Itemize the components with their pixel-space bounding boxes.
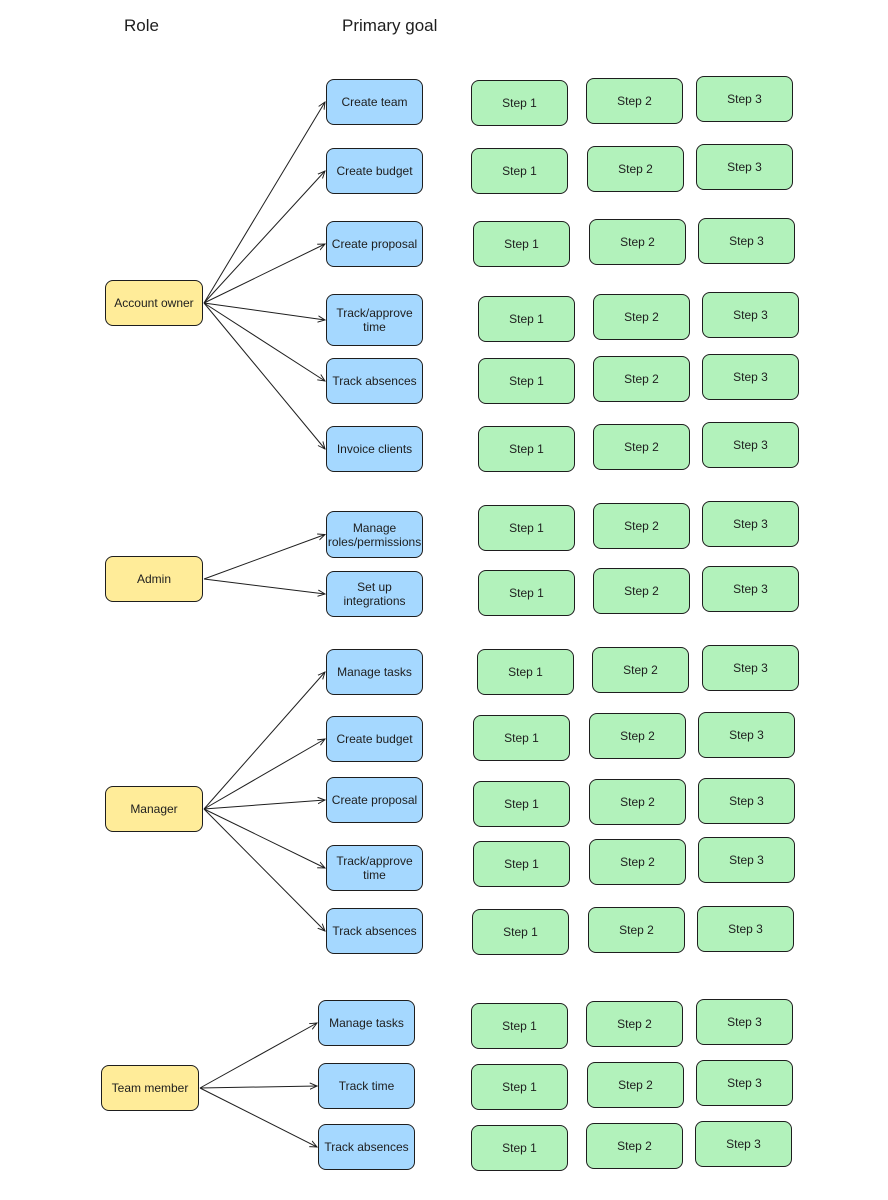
goal-node-account-owner-create-team: Create team: [326, 79, 423, 125]
role-node-manager: Manager: [105, 786, 203, 832]
role-node-account-owner: Account owner: [105, 280, 203, 326]
goal-node-manager-create-budget: Create budget: [326, 716, 423, 762]
step-node-manager-track-absences-3: Step 3: [697, 906, 794, 952]
step-node-admin-manage-roles-permissions-2: Step 2: [593, 503, 690, 549]
arrow-manager-to-track-approve-time: [203, 808, 325, 868]
arrow-manager-to-create-budget: [203, 739, 325, 810]
arrow-manager-to-create-proposal: [203, 800, 325, 810]
step-node-manager-manage-tasks-3: Step 3: [702, 645, 799, 691]
goal-node-team-member-manage-tasks: Manage tasks: [318, 1000, 415, 1046]
step-node-account-owner-create-budget-1: Step 1: [471, 148, 568, 194]
goal-node-manager-manage-tasks: Manage tasks: [326, 649, 423, 695]
arrow-admin-to-set-up-integrations: [203, 578, 325, 594]
goal-node-team-member-track-absences: Track absences: [318, 1124, 415, 1170]
step-node-manager-manage-tasks-1: Step 1: [477, 649, 574, 695]
goal-node-account-owner-invoice-clients: Invoice clients: [326, 426, 423, 472]
goal-node-account-owner-track-absences: Track absences: [326, 358, 423, 404]
goal-node-manager-create-proposal: Create proposal: [326, 777, 423, 823]
goal-node-manager-track-approve-time: Track/approve time: [326, 845, 423, 891]
step-node-account-owner-track-approve-time-1: Step 1: [478, 296, 575, 342]
step-node-account-owner-create-team-3: Step 3: [696, 76, 793, 122]
step-node-admin-set-up-integrations-3: Step 3: [702, 566, 799, 612]
step-node-account-owner-track-approve-time-3: Step 3: [702, 292, 799, 338]
role-column-header: Role: [124, 16, 159, 35]
step-node-account-owner-create-proposal-1: Step 1: [473, 221, 570, 267]
arrow-manager-to-manage-tasks: [203, 672, 325, 810]
step-node-team-member-manage-tasks-3: Step 3: [696, 999, 793, 1045]
goal-node-account-owner-create-proposal: Create proposal: [326, 221, 423, 267]
step-node-team-member-track-absences-2: Step 2: [586, 1123, 683, 1169]
step-node-manager-track-absences-1: Step 1: [472, 909, 569, 955]
goal-node-account-owner-create-budget: Create budget: [326, 148, 423, 194]
goal-node-team-member-track-time: Track time: [318, 1063, 415, 1109]
arrow-account-owner-to-create-team: [203, 102, 325, 304]
arrow-account-owner-to-create-budget: [203, 171, 325, 304]
goal-node-admin-set-up-integrations: Set up integrations: [326, 571, 423, 617]
arrow-account-owner-to-track-approve-time: [203, 302, 325, 320]
step-node-account-owner-create-team-2: Step 2: [586, 78, 683, 124]
arrow-account-owner-to-invoice-clients: [203, 302, 325, 449]
step-node-manager-track-approve-time-3: Step 3: [698, 837, 795, 883]
step-node-account-owner-track-absences-1: Step 1: [478, 358, 575, 404]
step-node-admin-manage-roles-permissions-1: Step 1: [478, 505, 575, 551]
step-node-account-owner-create-budget-3: Step 3: [696, 144, 793, 190]
arrow-manager-to-track-absences: [203, 808, 325, 931]
step-node-team-member-track-time-3: Step 3: [696, 1060, 793, 1106]
step-node-team-member-track-absences-1: Step 1: [471, 1125, 568, 1171]
step-node-team-member-manage-tasks-2: Step 2: [586, 1001, 683, 1047]
step-node-admin-set-up-integrations-1: Step 1: [478, 570, 575, 616]
step-node-manager-create-budget-1: Step 1: [473, 715, 570, 761]
step-node-account-owner-invoice-clients-3: Step 3: [702, 422, 799, 468]
step-node-account-owner-invoice-clients-1: Step 1: [478, 426, 575, 472]
arrow-team-member-to-track-absences: [199, 1087, 317, 1147]
step-node-account-owner-track-absences-2: Step 2: [593, 356, 690, 402]
step-node-manager-create-proposal-2: Step 2: [589, 779, 686, 825]
goal-column-header: Primary goal: [342, 16, 438, 35]
arrow-team-member-to-track-time: [199, 1086, 317, 1088]
step-node-manager-create-budget-3: Step 3: [698, 712, 795, 758]
role-node-team-member: Team member: [101, 1065, 199, 1111]
step-node-account-owner-track-absences-3: Step 3: [702, 354, 799, 400]
step-node-team-member-track-time-2: Step 2: [587, 1062, 684, 1108]
arrow-team-member-to-manage-tasks: [199, 1023, 317, 1089]
step-node-account-owner-create-team-1: Step 1: [471, 80, 568, 126]
goal-node-manager-track-absences: Track absences: [326, 908, 423, 954]
step-node-manager-track-absences-2: Step 2: [588, 907, 685, 953]
arrow-admin-to-manage-roles-permissions: [203, 535, 325, 580]
arrow-account-owner-to-create-proposal: [203, 244, 325, 304]
step-node-team-member-track-absences-3: Step 3: [695, 1121, 792, 1167]
step-node-manager-track-approve-time-2: Step 2: [589, 839, 686, 885]
goal-node-account-owner-track-approve-time: Track/approve time: [326, 294, 423, 346]
goal-node-admin-manage-roles-permissions: Manage roles/permissions: [326, 511, 423, 558]
step-node-account-owner-create-proposal-3: Step 3: [698, 218, 795, 264]
step-node-manager-manage-tasks-2: Step 2: [592, 647, 689, 693]
step-node-account-owner-invoice-clients-2: Step 2: [593, 424, 690, 470]
step-node-admin-manage-roles-permissions-3: Step 3: [702, 501, 799, 547]
step-node-team-member-manage-tasks-1: Step 1: [471, 1003, 568, 1049]
step-node-team-member-track-time-1: Step 1: [471, 1064, 568, 1110]
step-node-admin-set-up-integrations-2: Step 2: [593, 568, 690, 614]
step-node-manager-create-proposal-1: Step 1: [473, 781, 570, 827]
step-node-account-owner-track-approve-time-2: Step 2: [593, 294, 690, 340]
step-node-manager-track-approve-time-1: Step 1: [473, 841, 570, 887]
step-node-manager-create-proposal-3: Step 3: [698, 778, 795, 824]
step-node-account-owner-create-proposal-2: Step 2: [589, 219, 686, 265]
step-node-manager-create-budget-2: Step 2: [589, 713, 686, 759]
step-node-account-owner-create-budget-2: Step 2: [587, 146, 684, 192]
role-node-admin: Admin: [105, 556, 203, 602]
arrow-account-owner-to-track-absences: [203, 302, 325, 381]
